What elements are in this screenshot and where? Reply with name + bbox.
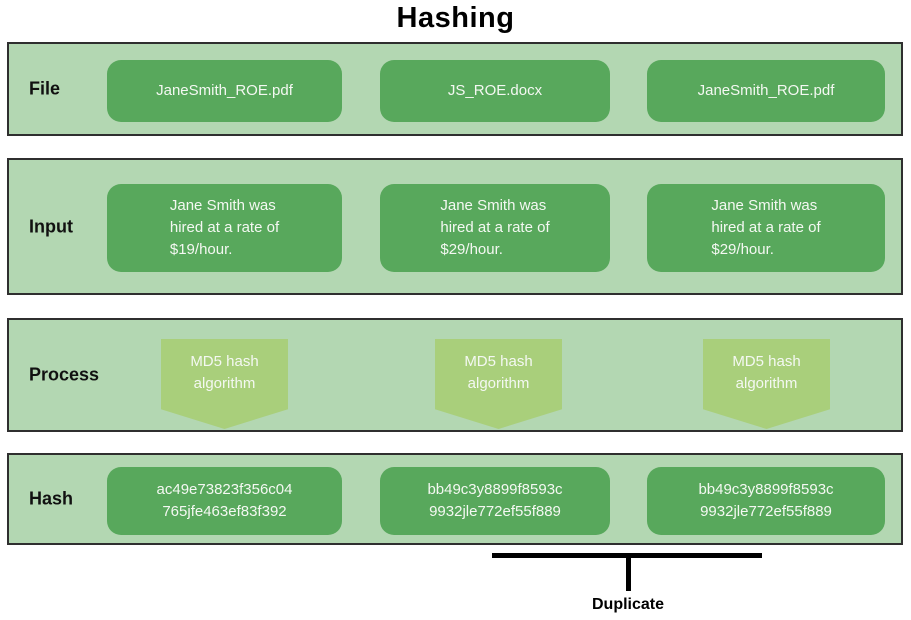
- band-hash: Hash ac49e73823f356c04 765jfe463ef83f392…: [7, 453, 903, 545]
- row-label-hash: Hash: [29, 488, 74, 509]
- row-label-file: File: [29, 78, 61, 99]
- duplicate-label: Duplicate: [591, 596, 664, 613]
- duplicate-bracket-vertical-line: [626, 553, 631, 591]
- hash-node-2: bb49c3y8899f8593c 9932jle772ef55f889: [380, 467, 610, 535]
- hash-node-3: bb49c3y8899f8593c 9932jle772ef55f889: [647, 467, 885, 535]
- band-input: Input Jane Smith was hired at a rate of …: [7, 158, 903, 295]
- file-node-3: JaneSmith_ROE.pdf: [647, 60, 885, 122]
- band-file: File JaneSmith_ROE.pdf JS_ROE.docx JaneS…: [7, 42, 903, 136]
- diagram-title: Hashing: [396, 2, 515, 34]
- hash-node-1: ac49e73823f356c04 765jfe463ef83f392: [107, 467, 342, 535]
- row-label-process: Process: [29, 364, 100, 385]
- band-process: Process MD5 hash algorithm MD5 hash algo…: [7, 318, 903, 432]
- input-node-3: Jane Smith was hired at a rate of $29/ho…: [647, 184, 885, 272]
- process-arrow-shape-2: MD5 hash algorithm: [435, 339, 562, 429]
- input-node-1: Jane Smith was hired at a rate of $19/ho…: [107, 184, 342, 272]
- input-node-2: Jane Smith was hired at a rate of $29/ho…: [380, 184, 610, 272]
- file-node-1: JaneSmith_ROE.pdf: [107, 60, 342, 122]
- process-arrow-shape-3: MD5 hash algorithm: [703, 339, 830, 429]
- file-node-2: JS_ROE.docx: [380, 60, 610, 122]
- process-arrow-shape-1: MD5 hash algorithm: [161, 339, 288, 429]
- row-label-input: Input: [29, 216, 73, 236]
